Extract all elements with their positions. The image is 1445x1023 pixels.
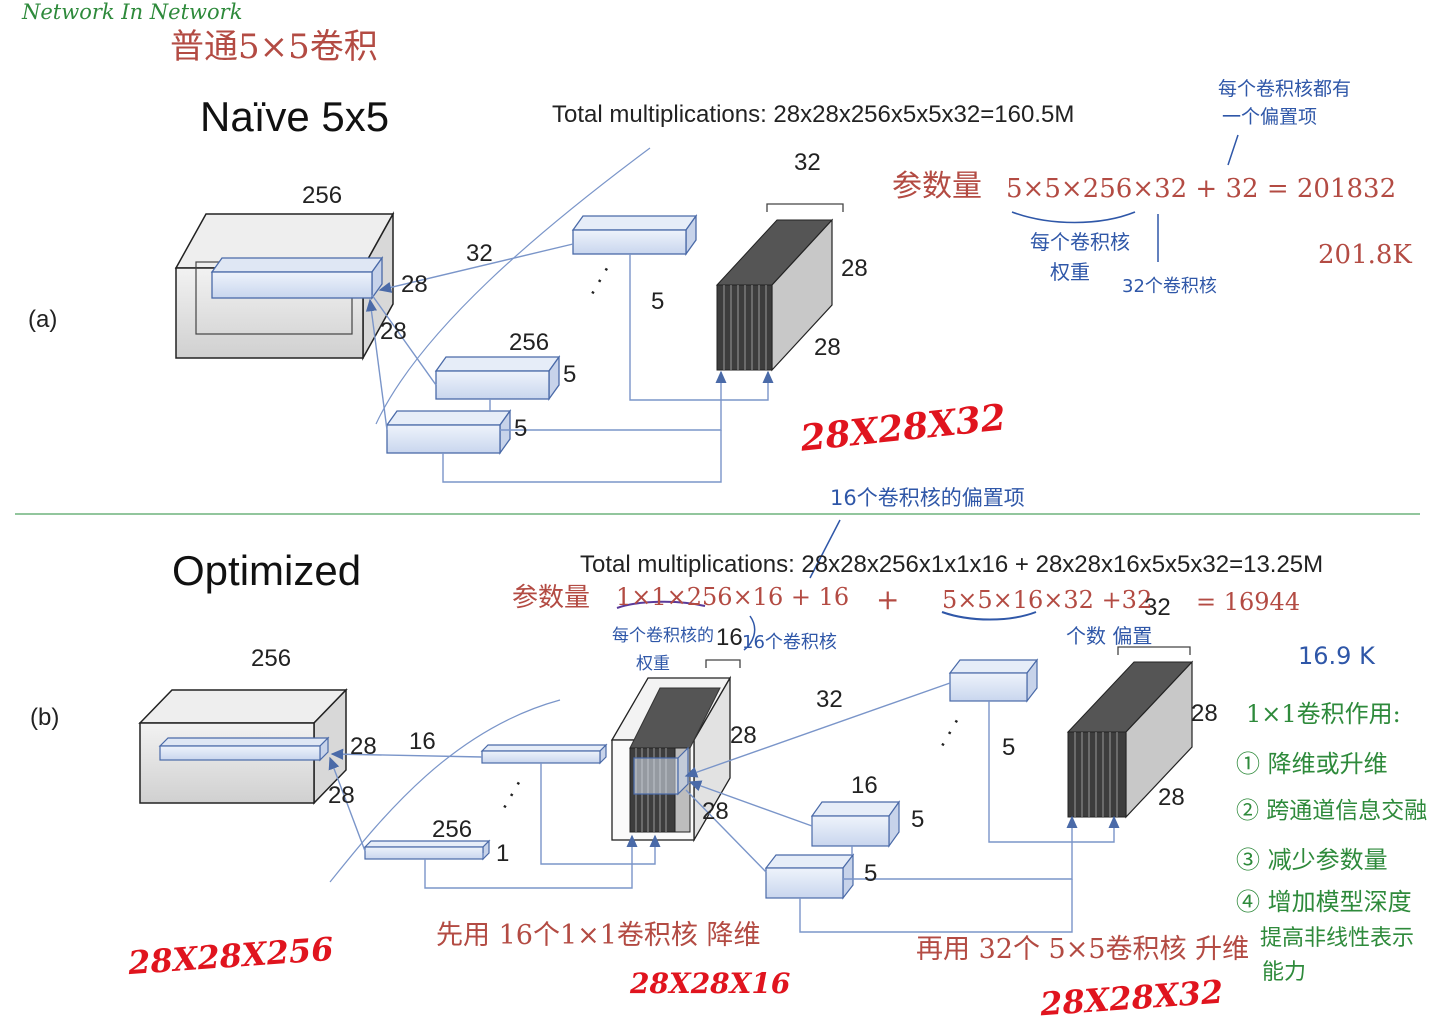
- opt-filter2-bottom: [764, 853, 855, 900]
- opt-connectors: [328, 682, 1120, 933]
- opt-bias32-note: 个数 偏置: [1066, 624, 1153, 648]
- opt-filter2-depth: 16: [851, 772, 878, 799]
- naive-filter-k2: 5: [514, 415, 528, 442]
- opt-mid-depth: 16: [716, 624, 743, 651]
- opt-filter1-k: 1: [496, 840, 510, 867]
- opt-filters-16: 16: [409, 728, 436, 755]
- opt-mid-h: 28: [730, 722, 757, 749]
- opt-dims-mid: 28X28X16: [630, 967, 791, 1000]
- naive-out-h: 28: [841, 255, 868, 282]
- naive-bias-note-2: 一个偏置项: [1222, 106, 1318, 128]
- naive-filter-middle: [434, 354, 561, 402]
- opt-filter2-k2: 5: [864, 860, 878, 887]
- naive-filter-top: [571, 213, 698, 257]
- opt-filter1-top: [480, 743, 608, 765]
- opt-input-w: 28: [328, 782, 355, 809]
- naive-filter-bottom: [385, 408, 512, 456]
- naive-input-depth: 256: [302, 182, 343, 209]
- opt-w-note-1: 每个卷积核的: [612, 626, 714, 646]
- naive-title: Naïve 5x5: [200, 93, 390, 140]
- k16-pointer: [743, 615, 756, 651]
- opt-w-note-2: 权重: [636, 654, 670, 674]
- naive-weights-note-1: 每个卷积核: [1030, 230, 1130, 254]
- naive-output-volume: [715, 203, 844, 372]
- naive-filters-32: 32: [466, 240, 493, 267]
- naive-params-label: 参数量: [892, 169, 982, 204]
- role-3: ③ 减少参数量: [1236, 846, 1388, 874]
- opt-filter1-bottom: [363, 839, 491, 861]
- nin-title: Network In Network: [22, 0, 243, 24]
- opt-mid-w: 28: [702, 798, 729, 825]
- naive-mid-5: 5: [651, 288, 665, 315]
- opt-params-label: 参数量: [512, 583, 591, 613]
- opt-input-h: 28: [350, 733, 377, 760]
- naive-total-mult: Total multiplications: 28x28x256x5x5x32=…: [552, 101, 1075, 128]
- naive-kernels-note: 32个卷积核: [1122, 276, 1217, 297]
- panel-b-label: (b): [30, 704, 60, 731]
- opt-out-w: 28: [1158, 784, 1185, 811]
- naive-out-w: 28: [814, 334, 841, 361]
- opt-k16-note: 16个卷积核: [742, 632, 837, 653]
- naive-bias-note-1: 每个卷积核都有: [1218, 78, 1352, 100]
- panel-a-label: (a): [28, 306, 58, 333]
- naive-note: 普通5×5卷积: [170, 27, 378, 67]
- role-2: ② 跨通道信息交融: [1236, 798, 1428, 824]
- opt-output-volume: [1066, 646, 1194, 819]
- role-title: 1×1卷积作用:: [1246, 700, 1401, 728]
- opt-step2: 再用 32个 5×5卷积核 升维: [916, 934, 1250, 965]
- opt-mid-volume: [610, 659, 741, 843]
- opt-params-part2: 5×5×16×32 +32: [942, 586, 1153, 614]
- naive-connectors: [365, 147, 774, 483]
- role-1: ① 降维或升维: [1236, 750, 1388, 778]
- role-4: ④ 增加模型深度: [1236, 888, 1412, 916]
- opt-params-result: = 16944: [1196, 588, 1301, 616]
- opt-filter2-top: [948, 658, 1039, 703]
- naive-weights-note-2: 权重: [1050, 260, 1090, 284]
- opt-mid-5: 5: [1002, 734, 1016, 761]
- opt-filter2-middle: [810, 800, 901, 848]
- opt-title: Optimized: [172, 547, 362, 594]
- naive-result-k: 201.8K: [1318, 240, 1412, 270]
- opt-params-part1: 1×1×256×16 + 16: [616, 583, 850, 611]
- naive-input-w: 28: [380, 318, 407, 345]
- naive-filter-depth: 256: [509, 329, 550, 356]
- naive-brace: [1011, 211, 1136, 224]
- naive-filter-k1: 5: [563, 361, 577, 388]
- naive-out-depth: 32: [794, 149, 821, 176]
- opt-out-h: 28: [1191, 700, 1218, 727]
- opt-filter1-depth: 256: [432, 816, 473, 843]
- naive-input-h: 28: [401, 271, 428, 298]
- blue-underline: [941, 611, 1037, 621]
- naive-input-volume: [174, 211, 395, 361]
- opt-input-volume: [138, 688, 348, 805]
- opt-input-depth: 256: [251, 645, 292, 672]
- bias16-pointer: [809, 519, 841, 579]
- opt-step1: 先用 16个1×1卷积核 降维: [436, 920, 761, 951]
- role-4c: 能力: [1262, 960, 1307, 985]
- opt-total-mult: Total multiplications: 28x28x256x1x1x16 …: [580, 551, 1324, 578]
- opt-filter2-k1: 5: [911, 806, 925, 833]
- purple-underline: [616, 600, 706, 609]
- role-4b: 提高非线性表示: [1260, 926, 1415, 951]
- bias-pointer: [1227, 134, 1239, 166]
- opt-out-depth: 32: [1144, 594, 1171, 621]
- opt-bias16-note: 16个卷积核的偏置项: [830, 486, 1025, 510]
- opt-result-k: 16.9 K: [1298, 642, 1375, 670]
- opt-params-plus: +: [876, 583, 900, 616]
- opt-filters-32: 32: [816, 686, 843, 713]
- naive-params-formula: 5×5×256×32 + 32 = 201832: [1006, 174, 1397, 204]
